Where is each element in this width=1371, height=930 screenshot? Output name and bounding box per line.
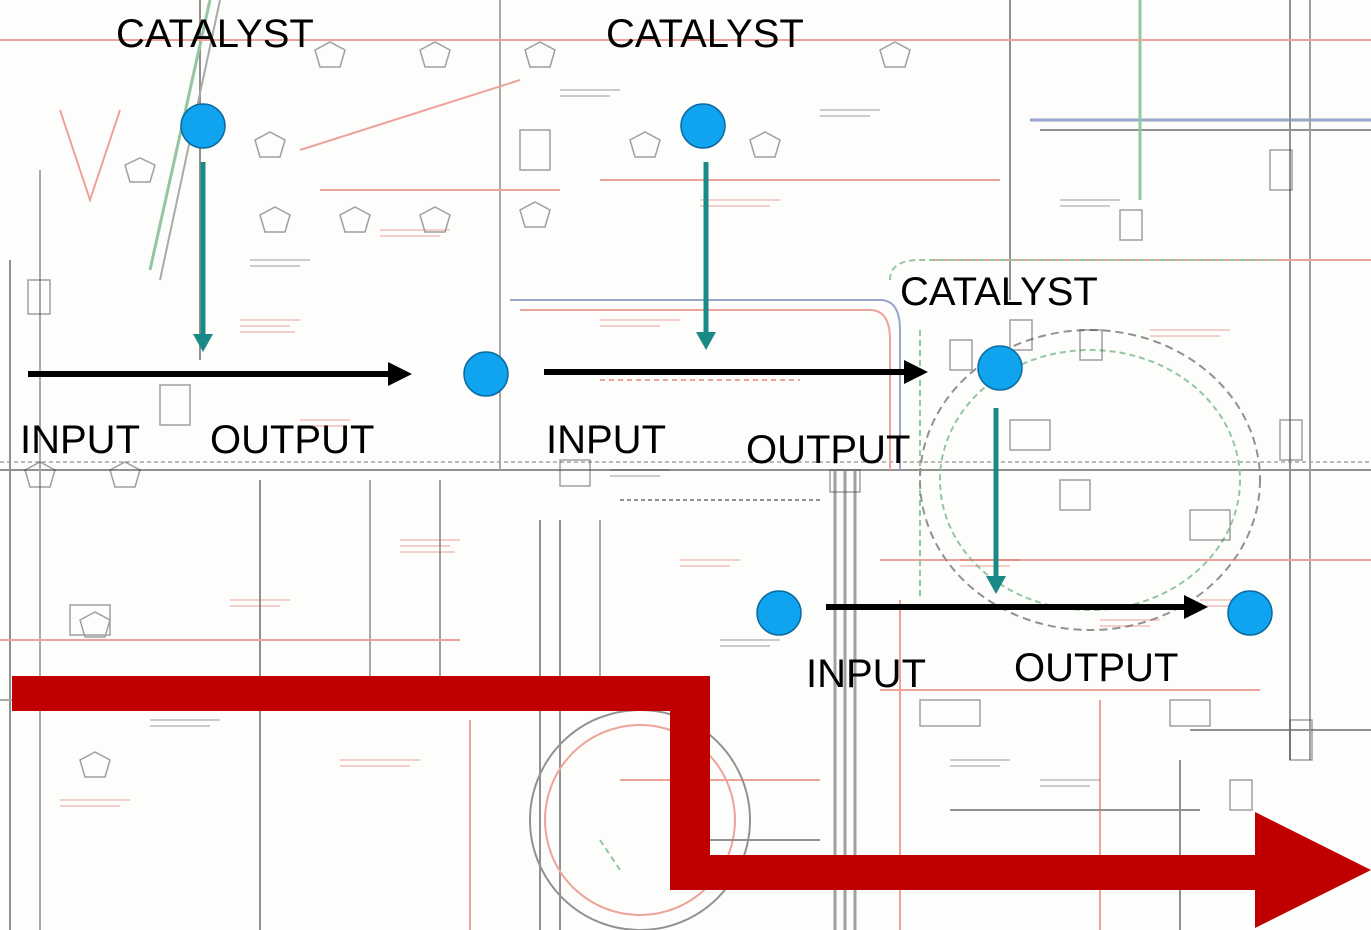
metabolite-node-2 [978, 346, 1022, 390]
catalyst-arrow-3 [986, 408, 1006, 594]
catalyst-arrow-1 [193, 162, 213, 352]
input-label-3: INPUT [806, 654, 926, 694]
catalyst-node-1 [181, 104, 225, 148]
output-label-1: OUTPUT [210, 420, 374, 460]
metabolite-node-4 [1228, 591, 1272, 635]
big-pathway-arrow [12, 676, 1371, 928]
big-arrow-head [1255, 812, 1371, 928]
big-arrow-body [12, 676, 1265, 890]
catalyst-arrow-2 [696, 162, 716, 350]
input-label-1: INPUT [20, 420, 140, 460]
output-label-2: OUTPUT [746, 430, 910, 470]
flow-arrow-2 [544, 360, 928, 384]
catalyst-label-3: CATALYST [900, 272, 1098, 312]
flow-arrow-3 [826, 595, 1208, 619]
catalyst-label-1: CATALYST [116, 14, 314, 54]
catalyst-node-2 [681, 104, 725, 148]
input-label-2: INPUT [546, 420, 666, 460]
flow-arrow-1 [28, 362, 412, 386]
catalyst-label-2: CATALYST [606, 14, 804, 54]
metabolite-node-1 [464, 352, 508, 396]
output-label-3: OUTPUT [1014, 648, 1178, 688]
metabolite-node-3 [757, 591, 801, 635]
